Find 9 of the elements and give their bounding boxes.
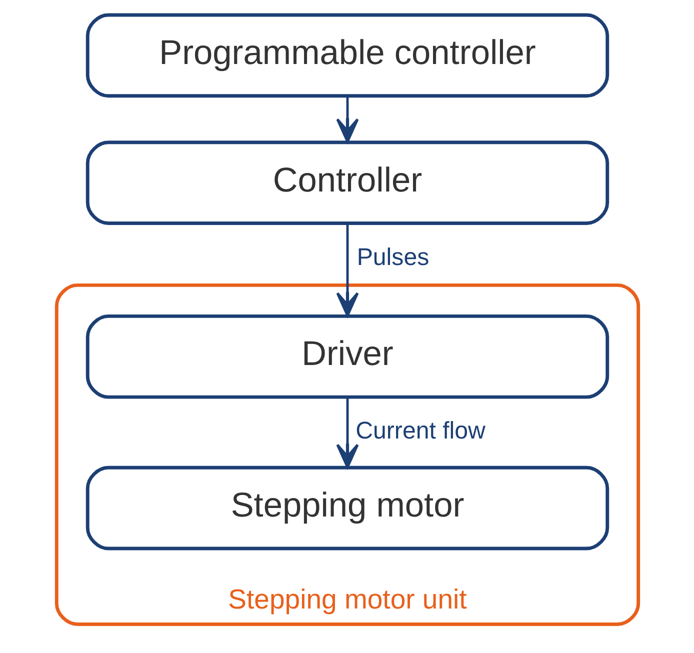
edge-label: Current flow	[355, 418, 485, 445]
arrow	[336, 96, 358, 143]
arrow	[336, 397, 358, 468]
node-box: Stepping motor	[85, 466, 609, 550]
node-box: Programmable controller	[85, 13, 609, 98]
node-box: Controller	[85, 140, 609, 225]
edge-label: Pulses	[356, 244, 429, 271]
arrow	[336, 224, 358, 317]
node-box: Driver	[85, 314, 609, 399]
